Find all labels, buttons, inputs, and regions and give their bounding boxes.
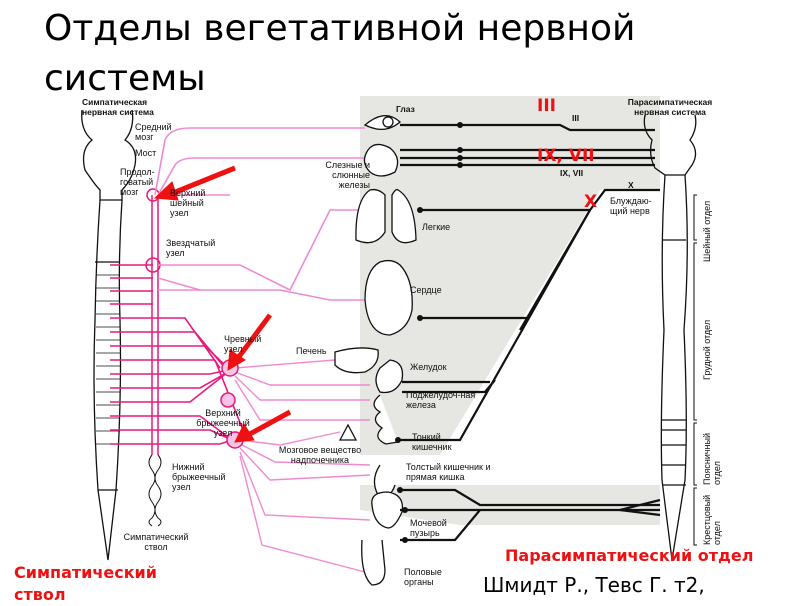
bladder-label: Мочевой пузырь <box>410 518 447 538</box>
overlay-nerve-x: X <box>584 192 598 212</box>
stomach-label: Желудок <box>410 362 447 372</box>
right-spinal-cord <box>643 114 697 561</box>
bladder-shape <box>371 491 404 529</box>
overlay-sympathetic-label: Симпатический ствол <box>14 563 157 604</box>
heart-label: Сердце <box>410 285 442 295</box>
cervical-region-label: Шейный отдел <box>702 200 712 262</box>
sympathetic-trunk-label: Симпатический ствол <box>123 532 189 552</box>
superior-cervical-ganglion-label: Верхний шейный узел <box>170 188 206 218</box>
overlay-parasympathetic-label: Парасимпатический отдел <box>505 546 754 565</box>
stellate-ganglion-label: Звездчатый узел <box>166 238 216 258</box>
genitals-label: Половые органы <box>404 567 442 587</box>
eye-label: Глаз <box>396 104 415 114</box>
gland-shape <box>363 143 399 177</box>
heart-shape <box>364 259 413 336</box>
nerve-iii-label: III <box>572 113 580 123</box>
overlay-nerve-iii: III <box>537 96 556 116</box>
sacral-region-label: Крестцовый отдел <box>702 494 722 545</box>
adrenal-shape <box>338 423 358 441</box>
celiac-ganglion-label: Чревный узел <box>224 334 262 354</box>
sympathetic-system-header: Симпатическая нервная система <box>82 97 154 117</box>
left-spine-segments <box>96 274 120 445</box>
thoracic-region-label: Грудной отдел <box>702 319 712 380</box>
prevertebral-ganglia <box>220 359 244 449</box>
spine-region-brackets <box>693 194 697 546</box>
liver-shape <box>334 347 379 374</box>
glands-label: Слезные и слюнные железы <box>325 160 370 190</box>
genitals-shape <box>361 539 386 586</box>
spinal-fibers <box>110 264 153 445</box>
lungs-label: Легкие <box>422 222 451 232</box>
large-intestine-label: Толстый кишечник и прямая кишка <box>406 462 491 482</box>
pancreas-label: Поджелудоч-ная железа <box>406 390 476 410</box>
sympathetic-head-fibers <box>154 127 365 301</box>
abdominal-postganglionic <box>234 357 371 573</box>
parasympathetic-shade <box>360 96 660 455</box>
lungs-shape <box>355 188 417 244</box>
sympathetic-trunk-lower <box>148 454 162 527</box>
pons-label: Мост <box>135 148 157 158</box>
lumbar-region-label: Поясничный отдел <box>702 432 722 485</box>
nerve-ix-vii-label: IX, VII <box>560 168 584 178</box>
inferior-mesenteric-ganglion-label: Нижний брыжеечный узел <box>172 462 226 492</box>
organs <box>334 115 417 586</box>
annotation-arrows <box>153 165 292 443</box>
overlay-nerve-ix-vii: IX, VII <box>537 146 595 166</box>
intestine-shape <box>373 394 399 445</box>
citation: Шмидт Р., Тевс Г. т2, <box>483 573 705 597</box>
liver-label: Печень <box>296 346 327 356</box>
vagus-nerve-label: Блуждаю-щий нерв <box>610 196 652 216</box>
superior-mesenteric-ganglion-label: Верхний брыжеечный узел <box>196 408 250 438</box>
nerve-x-label: X <box>628 180 634 190</box>
page-title: Отделы вегетативной нервной системы <box>44 8 636 99</box>
medulla-label: Продол-говатый мозг <box>120 167 155 197</box>
left-brain <box>81 109 137 561</box>
small-intestine-label: Тонкий кишечник <box>412 432 452 452</box>
sympathetic-abdominal-fibers <box>153 317 246 445</box>
parasympathetic-system-header: Парасимпатическая нервная система <box>627 97 713 117</box>
superior-mesenteric-ganglion <box>220 392 236 408</box>
midbrain-label: Средний мозг <box>135 122 172 142</box>
sympathetic-trunk <box>145 188 161 455</box>
adrenal-label: Мозговое вещество надпочечника <box>278 445 362 465</box>
parasympathetic-ganglia <box>395 122 463 543</box>
stomach-shape <box>375 359 404 394</box>
parasympathetic-fibers <box>400 123 661 542</box>
